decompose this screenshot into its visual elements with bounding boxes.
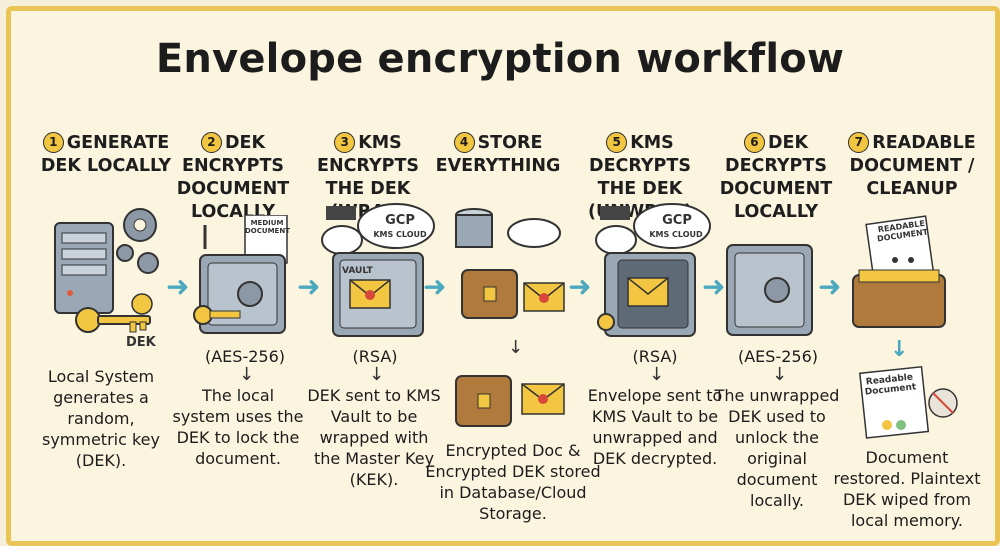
arrow-right-icon: ➜ (818, 270, 842, 303)
step-5-algorithm: (RSA) (632, 347, 678, 366)
kms-cloud-label: KMS CLOUD (373, 230, 427, 239)
step-5-number: 5 (606, 132, 628, 153)
database-cloud-chest-icon (455, 208, 565, 319)
restored-document-icon (858, 366, 958, 439)
step-3-number: 3 (334, 132, 356, 153)
step-3-description: DEK sent to KMS Vault to be wrapped with… (307, 386, 441, 489)
step-2-algorithm: (AES-256) (204, 347, 285, 366)
step-3-algorithm: (RSA) (352, 347, 398, 366)
down-arrow-icon: ↓ (772, 364, 788, 385)
down-arrow-icon: ↓ (508, 337, 524, 358)
step-2-number: 2 (200, 132, 222, 153)
dek-label: DEK (126, 335, 156, 350)
step-2-description: The local system uses the DEK to lock th… (172, 386, 304, 468)
step-4-number: 4 (453, 132, 475, 153)
step-6-description: The unwrapped DEK used to unlock the ori… (714, 386, 840, 510)
step-5-description: Envelope sent to KMS Vault to be unwrapp… (587, 386, 723, 468)
kms-cloud-vault-icon (321, 203, 435, 337)
step-6-number: 6 (743, 132, 765, 153)
step-7-number: 7 (848, 132, 870, 153)
arrow-right-icon: ➜ (568, 270, 592, 303)
arrow-right-icon: ➜ (702, 270, 726, 303)
diagram-title: Envelope encryption workflow (155, 36, 845, 82)
down-arrow-icon: ↓ (649, 364, 665, 385)
gcp-label-2: GCP (662, 213, 692, 228)
gcp-label: GCP (385, 213, 415, 228)
arrow-right-icon: ➜ (423, 270, 447, 303)
medium-document-label: MEDIUM DOCUMENT (245, 219, 290, 235)
kms-unwrap-vault-icon (595, 203, 711, 337)
arrow-right-icon: ➜ (297, 270, 321, 303)
step-6-algorithm: (AES-256) (737, 347, 818, 366)
down-arrow-icon: ↓ (239, 364, 255, 385)
down-arrow-icon: ↓ (369, 364, 385, 385)
kms-cloud-label-2: KMS CLOUD (649, 230, 703, 239)
step-7-description: Document restored. Plaintext DEK wiped f… (833, 448, 981, 530)
safe-icon (193, 215, 288, 334)
server-icon (54, 208, 159, 314)
key-icon (75, 293, 153, 333)
closed-safe-icon (726, 244, 813, 336)
arrow-right-icon: ➜ (166, 270, 190, 303)
step-4-description: Encrypted Doc & Encrypted DEK stored in … (425, 441, 601, 523)
stored-chest-envelope-icon (455, 375, 565, 427)
open-chest-document-icon (852, 215, 946, 328)
step-1-number: 1 (42, 132, 64, 153)
down-arrow-icon-2: ↓ (890, 337, 909, 362)
vault-label: VAULT (342, 266, 373, 276)
step-1-description: Local System generates a random, symmetr… (41, 367, 160, 470)
